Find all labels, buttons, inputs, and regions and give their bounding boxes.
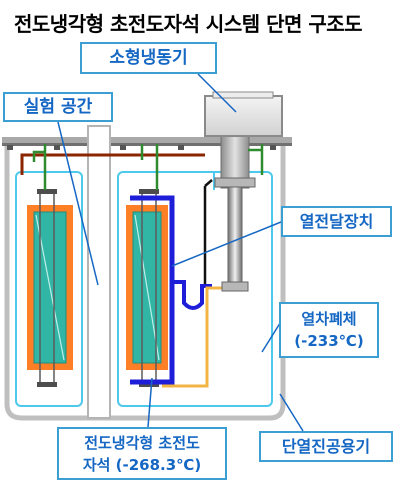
pointer-vacuum-vessel [279, 393, 304, 432]
label-magnet: 전도냉각형 초전도 자석 (-268.3℃) [57, 427, 227, 480]
label-heat-switch: 열전달장치 [281, 206, 392, 237]
pointer-heat-switch [171, 221, 282, 267]
cryocooler-stage1 [214, 177, 256, 188]
right-coil-cap-top [139, 189, 159, 194]
cryocooler-cap [212, 91, 274, 99]
label-thermal-shield: 열차폐체 (-233℃) [279, 302, 379, 358]
label-cryocooler: 소형냉동기 [80, 42, 217, 74]
label-experiment-space: 실험 공간 [3, 92, 113, 122]
flange-bolts [7, 145, 276, 150]
lead-wire-top [204, 179, 213, 187]
left-coil-cap-top [37, 189, 57, 194]
pointer-magnet [147, 377, 153, 428]
cryocooler-rod [227, 186, 243, 284]
label-vacuum-vessel: 단열진공용기 [259, 431, 393, 462]
thermal-link-red [20, 153, 205, 163]
label-magnet-line1: 전도냉각형 초전도 [84, 434, 200, 452]
pointer-thermal-shield [261, 319, 283, 353]
pointer-cryocooler [197, 73, 237, 113]
top-flange-shadow [2, 143, 292, 146]
label-magnet-line2: 자석 (-268.3℃) [82, 456, 202, 474]
left-coil-cap-bottom [37, 382, 57, 387]
pointer-experiment-space [57, 121, 99, 286]
experiment-bore [87, 125, 111, 419]
diagram-title: 전도냉각형 초전도자석 시스템 단면 구조도 [14, 12, 363, 36]
vacuum-vessel-wall [4, 140, 286, 421]
thermal-shield-left [15, 171, 83, 407]
thermal-shield-right [117, 171, 273, 407]
top-flange [2, 137, 292, 143]
right-coil-hatch [134, 214, 160, 361]
callout-pointers [57, 73, 304, 432]
heat-switch-bend [172, 280, 212, 310]
thermal-link-green [32, 144, 264, 190]
cryocooler-stage2 [221, 281, 249, 292]
label-thermal-shield-line2: (-233℃) [294, 332, 364, 350]
cryocooler-body [204, 95, 283, 137]
label-thermal-shield-line1: 열차폐체 [301, 310, 357, 328]
